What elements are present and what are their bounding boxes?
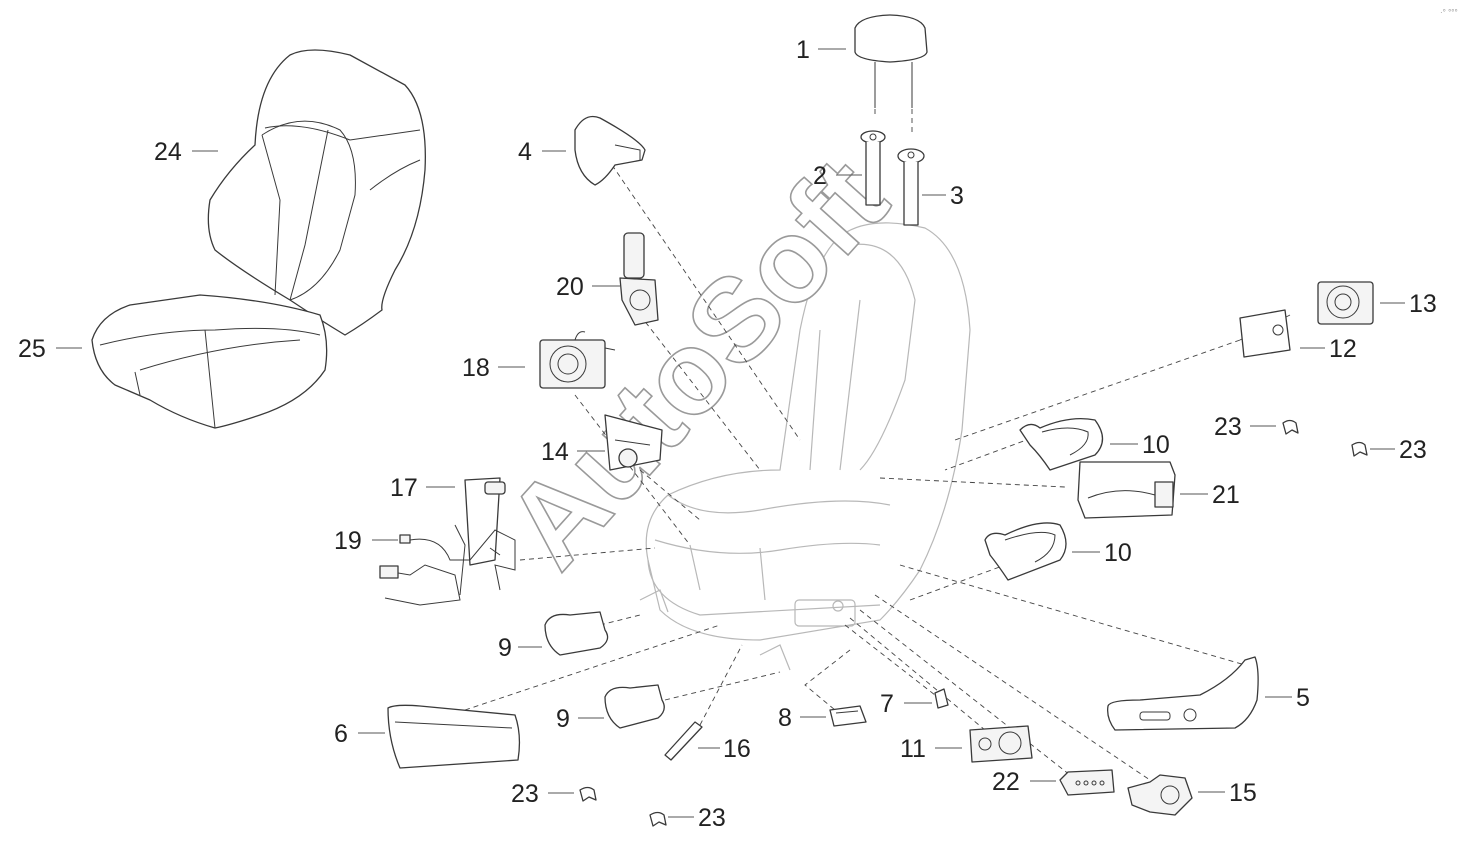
- part-23-clip-c: [579, 786, 597, 802]
- part-9-trim-cap-upper: [544, 611, 609, 656]
- callout-9-lower: 9: [556, 705, 570, 733]
- callout-23-b: 23: [1399, 436, 1427, 464]
- part-21-control-unit: [1077, 461, 1176, 519]
- part-1-headrest: [854, 14, 928, 108]
- part-25-cushion-cover: [91, 294, 328, 429]
- part-2-headrest-guide-left: [860, 130, 886, 206]
- part-24-seatback-cover: [207, 49, 426, 336]
- part-17-harness-clip: [464, 477, 506, 566]
- part-7-knob: [934, 688, 949, 709]
- part-20-adjust-motor: [619, 232, 659, 326]
- part-23-clip-b: [1351, 441, 1368, 457]
- part-10-trim-cover-upper: [1019, 417, 1104, 471]
- callout-8: 8: [778, 704, 792, 732]
- callout-12: 12: [1329, 335, 1357, 363]
- part-4-side-trim-cover: [574, 115, 646, 186]
- callout-9-upper: 9: [498, 634, 512, 662]
- callout-4: 4: [518, 138, 532, 166]
- part-5-side-shield: [1107, 656, 1259, 731]
- callout-3: 3: [950, 182, 964, 210]
- callout-19: 19: [334, 527, 362, 555]
- part-15-adjust-motor: [1127, 774, 1193, 816]
- callout-14: 14: [541, 438, 569, 466]
- part-14-lumbar-module: [604, 414, 663, 471]
- part-22-switch-bar: [1059, 769, 1115, 796]
- callout-numbers: 1 2 3 4 5 6 7 8 9 9 10 10 11 12 13 14 15…: [18, 36, 1437, 832]
- callout-7: 7: [880, 690, 894, 718]
- part-11-switch: [969, 725, 1033, 763]
- part-19-wiring-harness: [379, 524, 516, 606]
- part-8-switch-bezel: [829, 705, 867, 727]
- callout-15: 15: [1229, 779, 1257, 807]
- part-13-seat-fan: [1317, 281, 1374, 325]
- callout-1: 1: [796, 36, 810, 64]
- corner-mark: ·° °°°: [1440, 8, 1458, 17]
- callout-16: 16: [723, 735, 751, 763]
- part-16-rail-strip: [664, 721, 703, 761]
- part-23-clip-a: [1282, 419, 1299, 435]
- callout-23-a: 23: [1214, 413, 1242, 441]
- callout-10-upper: 10: [1142, 431, 1170, 459]
- callout-23-d: 23: [698, 804, 726, 832]
- callout-18: 18: [462, 354, 490, 382]
- part-18-seat-fan: [539, 331, 616, 389]
- callout-17: 17: [390, 474, 418, 502]
- part-10-trim-cover-lower: [984, 522, 1067, 581]
- callout-13: 13: [1409, 290, 1437, 318]
- leader-lines: [56, 48, 1405, 818]
- callout-22: 22: [992, 768, 1020, 796]
- callout-23-c: 23: [511, 780, 539, 808]
- part-9-trim-cap-lower: [604, 684, 665, 729]
- callout-10-lower: 10: [1104, 539, 1132, 567]
- callout-21: 21: [1212, 481, 1240, 509]
- callout-25: 25: [18, 335, 46, 363]
- part-3-headrest-guide-right: [897, 148, 925, 226]
- callout-20: 20: [556, 273, 584, 301]
- part-23-clip-d: [649, 811, 667, 827]
- callout-5: 5: [1296, 684, 1310, 712]
- callout-2: 2: [813, 162, 827, 190]
- part-12-control-module: [1239, 309, 1291, 358]
- part-6-front-trim-panel: [387, 704, 521, 769]
- callout-11: 11: [900, 735, 926, 763]
- seat-assembly-outline: [639, 222, 971, 671]
- callout-6: 6: [334, 720, 348, 748]
- callout-24: 24: [154, 138, 182, 166]
